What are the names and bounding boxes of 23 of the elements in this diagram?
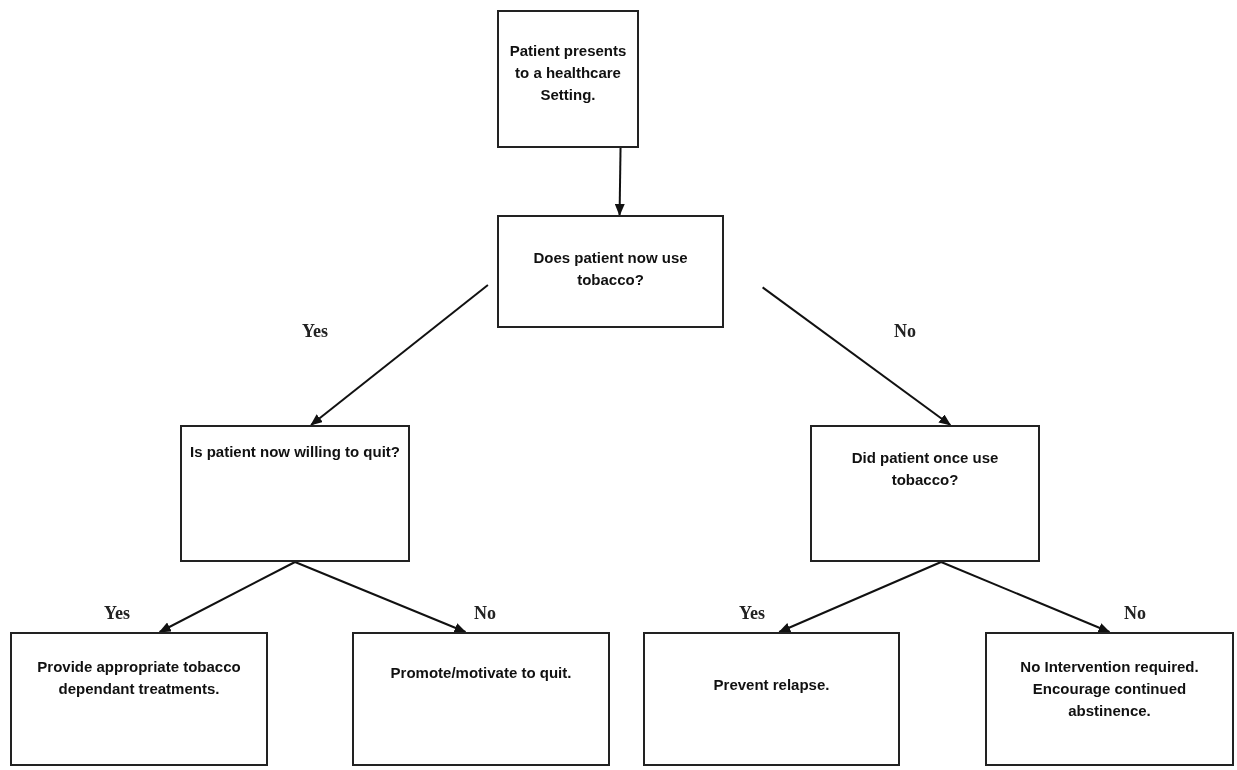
arrow xyxy=(761,286,952,426)
box-text: Prevent relapse. xyxy=(713,675,830,695)
box-text: Provide appropriate tobacco dependant treatments. xyxy=(36,657,242,699)
process-box xyxy=(497,215,724,328)
box-text: Patient presents to a healthcare Setting. xyxy=(508,41,628,105)
arrow xyxy=(778,561,943,633)
process-box xyxy=(810,425,1040,562)
process-box xyxy=(180,425,410,562)
arrow xyxy=(614,147,625,216)
box-text: Does patient now use tobacco? xyxy=(532,248,689,290)
arrow xyxy=(940,561,1111,633)
box-text: Is patient now willing to quit? xyxy=(190,442,400,462)
box-text: Promote/motivate to quit. xyxy=(390,663,572,683)
box-text: No Intervention required. Encourage continued abstinence. xyxy=(1019,657,1200,721)
process-box xyxy=(985,632,1234,766)
box-text: Did patient once use tobacco? xyxy=(850,448,1000,490)
process-box xyxy=(352,632,610,766)
process-box xyxy=(643,632,900,766)
arrow xyxy=(158,561,296,633)
process-box xyxy=(497,10,639,148)
arrow xyxy=(294,561,467,633)
arrow xyxy=(310,284,489,426)
process-box xyxy=(10,632,268,766)
